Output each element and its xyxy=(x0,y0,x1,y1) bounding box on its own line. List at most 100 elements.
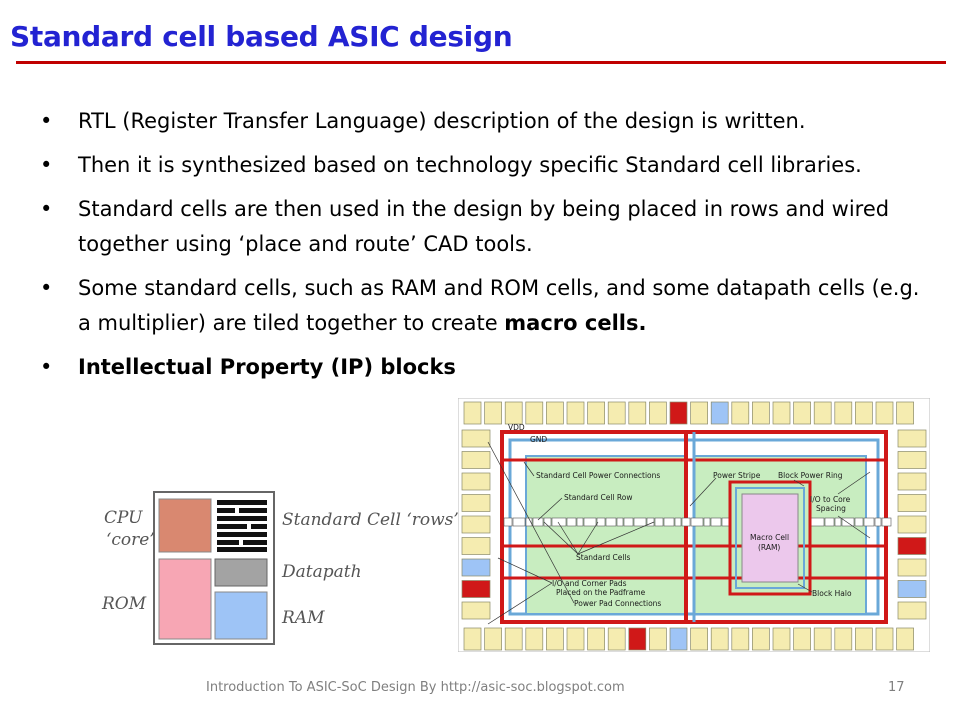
io-pad xyxy=(649,401,667,425)
io-pad xyxy=(461,537,491,555)
bullet-item: Intellectual Property (IP) blocks xyxy=(40,350,920,385)
bullet-item: Then it is synthesized based on technolo… xyxy=(40,148,920,183)
padframe xyxy=(461,401,927,651)
bullet-bold-text: macro cells. xyxy=(504,311,647,335)
standard-cell xyxy=(674,517,682,527)
io-pad xyxy=(855,401,873,425)
macro-cell-label: Macro Cell xyxy=(750,533,789,542)
core-label: ‘core’ xyxy=(106,530,155,550)
io-pad xyxy=(897,472,927,491)
standard-cell-rows-label: Standard Cell ‘rows’ xyxy=(282,510,459,530)
io-pad xyxy=(649,627,667,651)
io-pad xyxy=(752,401,770,425)
callout-lines xyxy=(487,441,871,625)
io-pad xyxy=(461,580,491,598)
standard-cell xyxy=(596,517,606,527)
io-pad xyxy=(896,401,914,425)
standard-cell xyxy=(874,517,882,527)
io-pad xyxy=(813,627,832,651)
io-pad xyxy=(546,627,564,651)
power-stripe-label: Power Stripe xyxy=(713,471,761,480)
io-pad xyxy=(897,537,927,555)
macro-ram-label: (RAM) xyxy=(758,543,780,552)
io-pad xyxy=(484,627,502,651)
ram-label: RAM xyxy=(282,608,325,628)
standard-cell xyxy=(854,517,864,527)
io-pad xyxy=(834,401,853,425)
io-pad xyxy=(484,401,502,425)
io-pad xyxy=(897,580,927,598)
io-pad xyxy=(793,401,811,425)
io-pad xyxy=(463,401,482,425)
title-underline xyxy=(16,61,946,64)
io-pad xyxy=(731,627,750,651)
standard-cell xyxy=(576,517,584,527)
standard-cell xyxy=(690,517,704,527)
bullet-list: RTL (Register Transfer Language) descrip… xyxy=(40,104,920,394)
standard-cell xyxy=(881,517,892,527)
io-pad xyxy=(461,429,491,448)
io-pad xyxy=(461,601,491,620)
standard-cell xyxy=(623,517,634,527)
bullet-item: Standard cells are then used in the desi… xyxy=(40,192,920,262)
io-pad xyxy=(607,401,626,425)
standard-cell xyxy=(525,517,533,527)
io-pads-label: I/O and Corner Pads xyxy=(552,579,627,588)
block-ground-ring xyxy=(735,487,805,589)
standard-cell xyxy=(503,517,513,527)
standard-cell xyxy=(633,517,647,527)
ram-block xyxy=(214,591,268,640)
io-pad xyxy=(504,401,523,425)
padframe-label: Placed on the Padframe xyxy=(556,588,646,597)
spacing-label: Spacing xyxy=(816,504,846,513)
standard-cell xyxy=(809,517,825,527)
cpu-floorplan-diagram xyxy=(153,491,275,645)
io-pad xyxy=(461,494,491,512)
io-pad xyxy=(525,627,544,651)
chip-floorplan-diagram: VDD GND Standard Cell Power Connections … xyxy=(457,397,931,653)
standard-cell-region-left xyxy=(525,455,687,615)
io-pad xyxy=(897,451,927,469)
block-halo-label: Block Halo xyxy=(812,589,852,598)
io-core-label: I/O to Core xyxy=(810,495,851,504)
page-number: 17 xyxy=(888,680,905,695)
standard-cell xyxy=(654,517,664,527)
bullet-text: RTL (Register Transfer Language) descrip… xyxy=(78,109,806,133)
standard-cell xyxy=(566,517,577,527)
io-pad xyxy=(710,401,729,425)
standard-cell xyxy=(532,517,544,527)
io-pad xyxy=(628,401,647,425)
std-cells-label: Standard Cells xyxy=(576,553,631,562)
block-power-ring xyxy=(728,480,812,596)
bullet-text: Some standard cells, such as RAM and ROM… xyxy=(78,276,920,335)
bullet-item: Some standard cells, such as RAM and ROM… xyxy=(40,271,920,341)
io-pad xyxy=(793,627,811,651)
io-pad xyxy=(772,627,791,651)
standard-cell xyxy=(710,517,722,527)
bullet-text: Standard cells are then used in the desi… xyxy=(78,197,890,256)
cpu-floorplan-figure: CPU ‘core’ ROM Standard Cell ‘rows’ Data… xyxy=(96,488,459,650)
vdd-label: VDD xyxy=(508,423,525,432)
io-pad xyxy=(855,627,873,651)
standard-cell xyxy=(721,517,730,527)
io-pad xyxy=(461,451,491,469)
standard-cell-rows xyxy=(217,500,267,552)
slide-title: Standard cell based ASIC design xyxy=(10,20,513,53)
rom-block xyxy=(158,558,212,640)
io-pad xyxy=(752,627,770,651)
standard-cell xyxy=(834,517,842,527)
io-pad xyxy=(566,401,585,425)
standard-cell xyxy=(543,517,552,527)
power-pad-label: Power Pad Connections xyxy=(574,599,661,608)
io-pad xyxy=(669,627,688,651)
io-pad xyxy=(587,401,605,425)
io-pad xyxy=(607,627,626,651)
cpu-label: CPU xyxy=(104,508,143,528)
io-pad xyxy=(897,601,927,620)
io-pad xyxy=(463,627,482,651)
standard-cell xyxy=(863,517,875,527)
standard-cell xyxy=(583,517,597,527)
std-power-label: Standard Cell Power Connections xyxy=(536,471,660,480)
io-pad xyxy=(897,429,927,448)
io-pad xyxy=(525,401,544,425)
